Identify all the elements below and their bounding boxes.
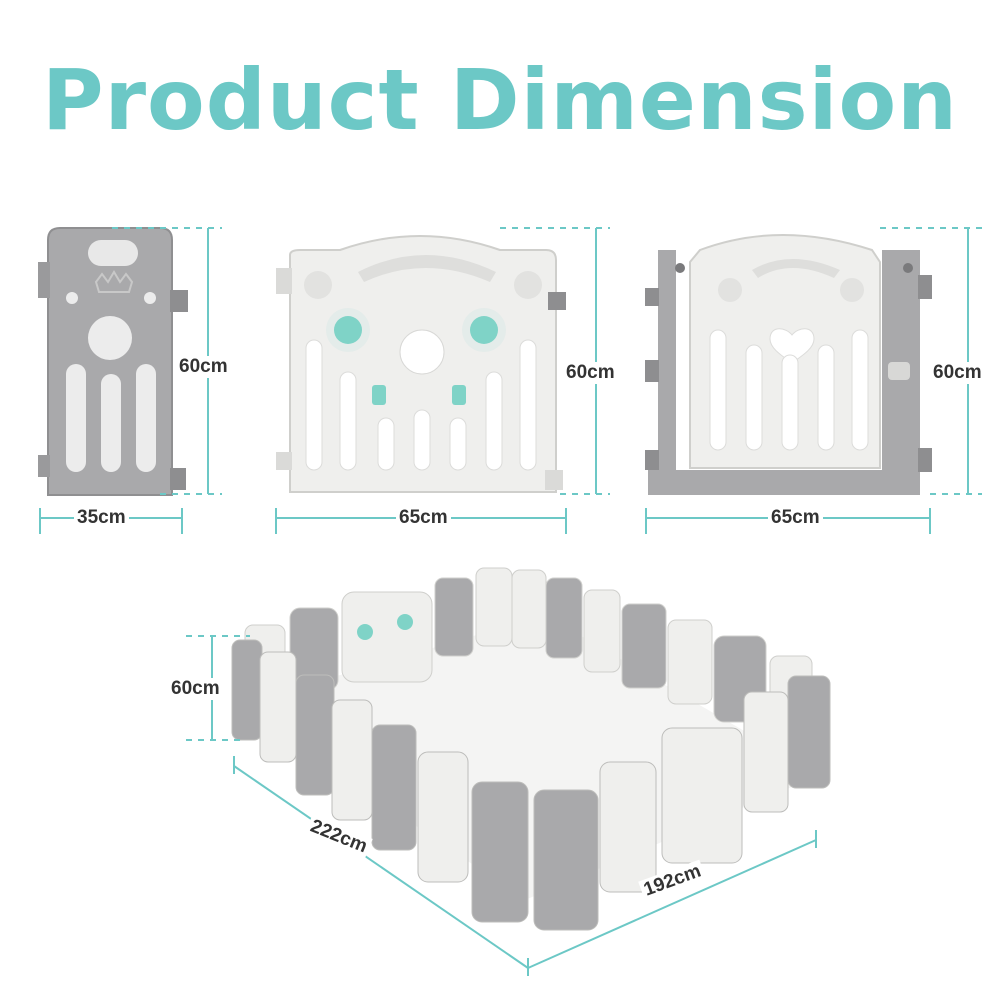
narrow-panel-height-label: 60cm: [176, 356, 231, 378]
narrow-panel-width-label: 35cm: [74, 507, 129, 529]
playpen-image: [231, 567, 831, 931]
gate-panel-height-label: 60cm: [930, 362, 985, 384]
toy-panel-image: [276, 235, 566, 493]
toy-panel-height-label: 60cm: [563, 362, 618, 384]
gate-panel-image: [645, 234, 932, 495]
playpen-height-label: 60cm: [168, 678, 223, 700]
toy-panel-width-label: 65cm: [396, 507, 451, 529]
page-title: Product Dimension: [42, 51, 958, 149]
narrow-panel-image: [38, 227, 188, 496]
gate-panel-width-label: 65cm: [768, 507, 823, 529]
